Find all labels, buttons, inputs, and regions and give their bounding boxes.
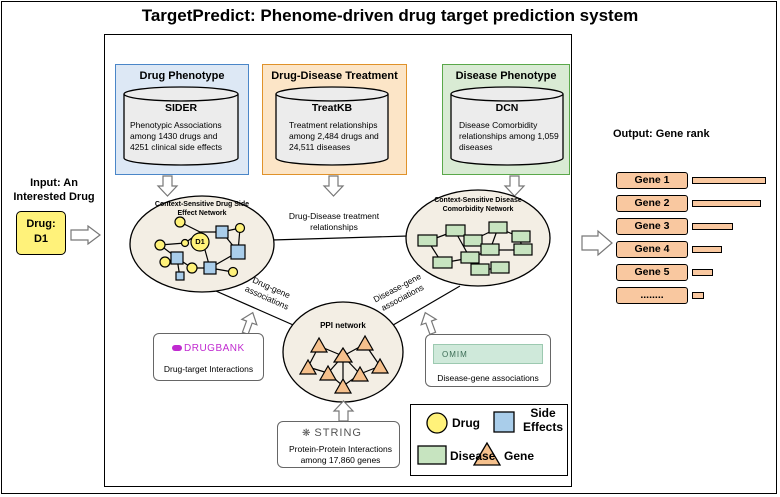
gene-score-bar: [692, 223, 733, 230]
treatkb-name: TreatKB: [311, 102, 353, 114]
drugbank-box: DRUGBANK Drug-target Interactions: [153, 333, 264, 381]
legend-drug-label: Drug: [452, 416, 480, 430]
dcn-name: DCN: [495, 102, 519, 114]
drug-network-title: Context-Sensitive Drug Side Effect Netwo…: [154, 201, 250, 217]
omim-desc: Disease-gene associations: [437, 373, 539, 383]
gene-rank-item: Gene 4: [616, 241, 688, 258]
string-logo-icon: ❋: [302, 428, 312, 439]
omim-box: OMIM Disease-gene associations: [425, 334, 551, 387]
legend-disease-label: Disease: [450, 449, 496, 463]
gene-score-bar: [692, 292, 704, 299]
omim-logo: OMIM: [433, 344, 543, 364]
string-up-arrow-icon: [332, 400, 355, 422]
treatkb-down-arrow-icon: [322, 175, 345, 197]
drug-network-d1-label: D1: [195, 237, 205, 246]
input-drug-box: Drug: D1: [16, 211, 66, 255]
dcn-desc: Disease Comorbidity relationships among …: [459, 120, 559, 152]
drug-phenotype-title: Drug Phenotype: [139, 70, 225, 82]
gene-score-bar: [692, 177, 766, 184]
output-label: Output: Gene rank: [613, 128, 710, 140]
dcn-cylinder-icon: [450, 86, 564, 166]
gene-score-bar: [692, 269, 713, 276]
page-title: TargetPredict: Phenome-driven drug targe…: [141, 6, 639, 25]
gene-rank-item: Gene 5: [616, 264, 688, 281]
input-label: Input: An Interested Drug: [13, 177, 95, 203]
treatment-title: Drug-Disease Treatment: [271, 70, 398, 82]
gene-rank-item: Gene 3: [616, 218, 688, 235]
gene-rank-item: Gene 1: [616, 172, 688, 189]
legend-box: [410, 404, 568, 476]
drugbank-logo-icon: [172, 345, 182, 351]
dcn-down-arrow-icon: [503, 175, 526, 197]
output-arrow-icon: [581, 229, 613, 257]
string-desc: Protein-Protein Interactions among 17,86…: [289, 444, 392, 465]
gene-score-bar: [692, 200, 761, 207]
gene-rank-item: ........: [616, 287, 688, 304]
treatkb-cylinder-icon: [275, 86, 389, 166]
gene-score-bar: [692, 246, 722, 253]
legend-side-effects-label: Side Effects: [522, 406, 563, 434]
sider-name: SIDER: [164, 102, 198, 114]
treatkb-desc: Treatment relationships among 2,484 drug…: [289, 120, 379, 152]
disease-phenotype-title: Disease Phenotype: [455, 70, 557, 82]
legend-gene-label: Gene: [504, 449, 535, 463]
omim-up-arrow-icon: [420, 311, 438, 336]
drug-disease-edge-label: Drug-Disease treatment relationships: [288, 211, 380, 232]
drugbank-up-arrow-icon: [240, 311, 258, 336]
drugbank-desc: Drug-target Interactions: [163, 364, 254, 374]
gene-rank-item: Gene 2: [616, 195, 688, 212]
string-box: ❋STRING Protein-Protein Interactions amo…: [277, 421, 400, 468]
drugbank-logo: DRUGBANK: [172, 343, 245, 354]
ppi-network-title: PPI network: [320, 321, 366, 330]
string-logo: ❋STRING: [302, 427, 362, 439]
sider-down-arrow-icon: [156, 175, 179, 197]
sider-desc: Phenotypic Associations among 1430 drugs…: [130, 120, 222, 152]
sider-cylinder-icon: [123, 86, 239, 166]
disease-network-title: Context-Sensitive Disease Comorbidity Ne…: [434, 197, 522, 213]
input-arrow-icon: [70, 225, 101, 245]
